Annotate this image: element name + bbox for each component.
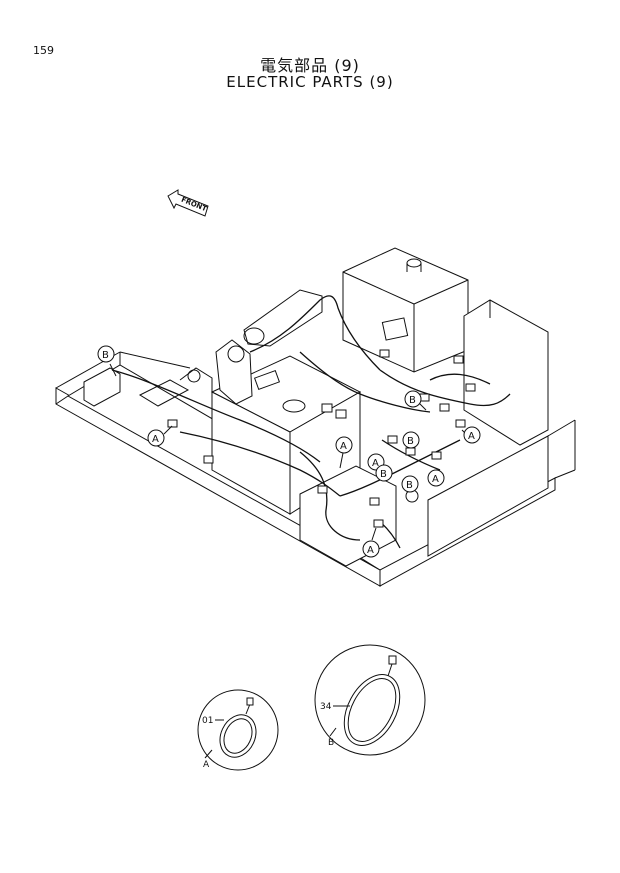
detail-a-callout: A xyxy=(203,760,210,770)
page-title-english: ELECTRIC PARTS (9) xyxy=(226,73,394,91)
detail-b-callout: B xyxy=(328,738,334,748)
wire-harness xyxy=(111,295,511,549)
callout-a-right: A xyxy=(461,426,481,444)
svg-text:A: A xyxy=(367,545,374,556)
svg-text:B: B xyxy=(407,436,414,447)
svg-text:B: B xyxy=(406,480,413,491)
page-number: 159 xyxy=(33,44,54,57)
callout-b-center-1: B xyxy=(375,464,393,482)
callout-a-center-3: A xyxy=(427,469,445,487)
callout-a-center-1: A xyxy=(335,436,353,469)
front-arrow-icon: FRONT xyxy=(167,189,209,217)
callout-bubbles: B A A A B B A A xyxy=(97,345,481,558)
page-title-japanese: 電気部品 (9) xyxy=(260,56,360,75)
svg-text:B: B xyxy=(409,395,416,406)
detail-b-part-number: 34 xyxy=(320,702,332,712)
svg-text:B: B xyxy=(380,469,387,480)
callout-a-lower: A xyxy=(362,527,380,558)
machine-frame xyxy=(55,247,576,587)
callout-b-center-2: B xyxy=(401,475,419,493)
callout-b-right-1: B xyxy=(404,390,427,411)
connectors xyxy=(167,349,476,528)
callout-b-right-2: B xyxy=(402,431,420,449)
svg-text:A: A xyxy=(340,441,347,452)
detail-b: 34 B xyxy=(314,644,426,756)
svg-text:A: A xyxy=(432,474,439,485)
callout-a-left: A xyxy=(147,425,173,447)
detail-a: 01 A xyxy=(197,689,279,771)
svg-text:A: A xyxy=(152,434,159,445)
svg-text:A: A xyxy=(468,431,475,442)
svg-text:A: A xyxy=(372,458,379,469)
svg-text:B: B xyxy=(102,350,109,361)
detail-a-part-number: 01 xyxy=(202,716,213,726)
callout-b-left: B xyxy=(97,345,117,377)
